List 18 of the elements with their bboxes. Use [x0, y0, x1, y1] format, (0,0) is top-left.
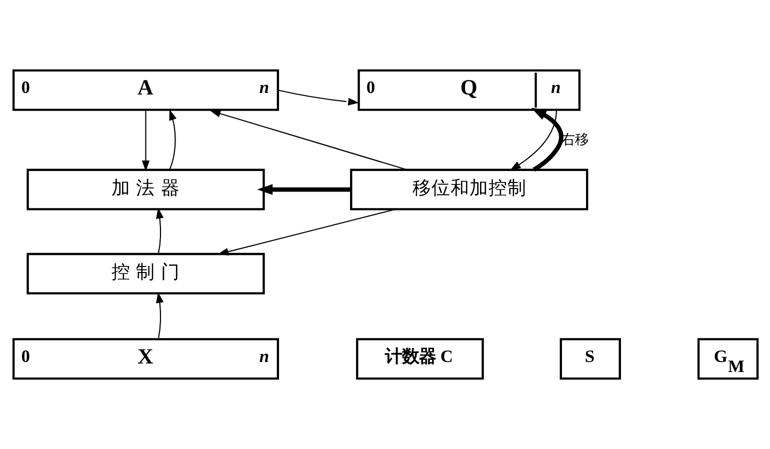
- arrow: [156, 208, 164, 254]
- node-box: 0 X n: [12, 338, 280, 380]
- node-box: 控 制 门: [26, 252, 265, 294]
- arrow: [218, 208, 396, 256]
- arrow: [278, 90, 360, 106]
- node-box: 加 法 器: [26, 168, 265, 210]
- arrow: [531, 108, 564, 172]
- arrow: [510, 110, 558, 170]
- node-box: 移位和加控制: [350, 168, 588, 210]
- arrow: [169, 109, 177, 170]
- node-box: 0 Q n: [358, 69, 581, 111]
- node-box: 计数器 C: [356, 338, 484, 380]
- node-box: S: [560, 338, 621, 380]
- arrow: [142, 110, 150, 172]
- arrow: [156, 292, 164, 338]
- arrow: [257, 184, 351, 195]
- arrow: [210, 110, 408, 170]
- node-box: 0 A n: [12, 69, 280, 111]
